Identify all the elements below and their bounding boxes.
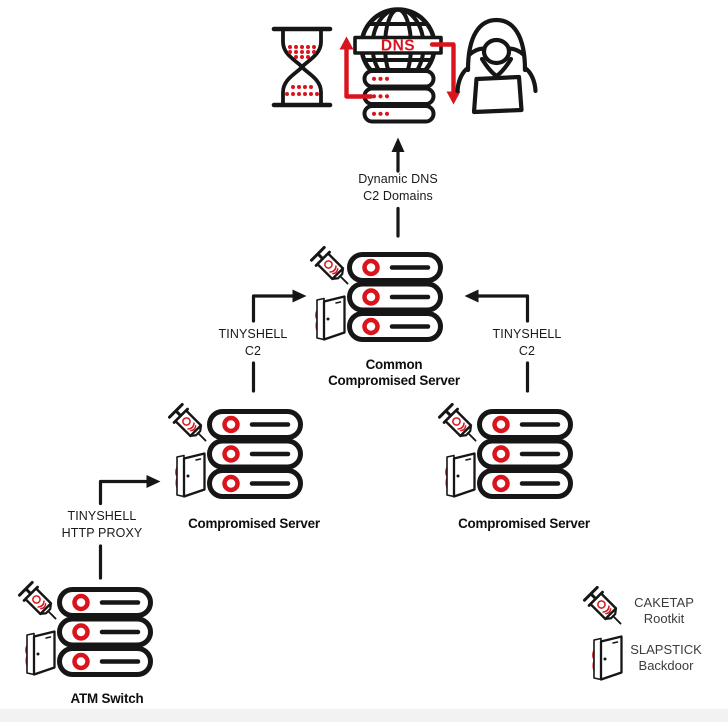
legend-caketap-type: Rootkit bbox=[643, 610, 685, 626]
dynamic-dns-line2: C2 Domains bbox=[363, 188, 433, 203]
right-tinyshell-line2: C2 bbox=[518, 343, 536, 358]
arrow-left-tinyshell-c2 bbox=[251, 289, 307, 393]
left-tinyshell-line1: TINYSHELL bbox=[218, 327, 288, 341]
legend-caketap-label: CAKETAP Rootkit bbox=[634, 595, 694, 626]
common-compromised-server-label: Common Compromised Server bbox=[328, 357, 460, 388]
arrow-dynamic-dns bbox=[391, 137, 405, 238]
right-compromised-server-label: Compromised Server bbox=[458, 516, 590, 531]
red-up-arrow bbox=[339, 36, 374, 99]
dns-label: DNS bbox=[381, 38, 415, 55]
arrow-right-tinyshell-c2 bbox=[464, 289, 530, 393]
common-server-line2: Compromised Server bbox=[328, 372, 460, 388]
dns-infrastructure-icon: DNS bbox=[339, 7, 461, 124]
slapstick-door-icon bbox=[174, 452, 206, 498]
dynamic-dns-line1: Dynamic DNS bbox=[358, 172, 438, 186]
right-tinyshell-c2-label: TINYSHELL C2 bbox=[493, 326, 562, 359]
dynamic-dns-label: Dynamic DNS C2 Domains bbox=[358, 171, 438, 204]
legend-slapstick-label: SLAPSTICK Backdoor bbox=[630, 642, 702, 673]
node-common-compromised-server bbox=[309, 245, 441, 341]
node-atm-switch bbox=[17, 580, 151, 676]
red-down-arrow bbox=[429, 42, 461, 105]
slapstick-door-icon bbox=[444, 452, 476, 498]
left-tinyshell-line2: C2 bbox=[244, 343, 262, 358]
server-stack-icon bbox=[480, 412, 571, 497]
stack-dots bbox=[371, 76, 390, 116]
arrow-atm-tinyshell-proxy bbox=[98, 475, 161, 580]
dns-server-stack-icon bbox=[362, 69, 436, 124]
sand-dots bbox=[285, 45, 319, 96]
server-stack-icon bbox=[210, 412, 301, 497]
server-stack-icon bbox=[60, 590, 151, 675]
caketap-syringe-icon bbox=[167, 402, 214, 449]
atm-tinyshell-line1: TINYSHELL bbox=[67, 509, 137, 523]
left-tinyshell-c2-label: TINYSHELL C2 bbox=[219, 326, 288, 359]
slapstick-door-icon bbox=[314, 295, 346, 341]
caketap-syringe-icon bbox=[437, 402, 484, 449]
atm-switch-label: ATM Switch bbox=[70, 691, 144, 706]
atm-tinyshell-proxy-label: TINYSHELL HTTP PROXY bbox=[62, 508, 143, 541]
node-right-compromised-server bbox=[437, 402, 571, 498]
legend-caketap-name: CAKETAP bbox=[634, 595, 694, 610]
slapstick-door-icon bbox=[24, 630, 56, 676]
server-stack-icon bbox=[350, 255, 441, 340]
legend-slapstick-type: Backdoor bbox=[638, 657, 694, 673]
legend-slapstick-name: SLAPSTICK bbox=[630, 642, 702, 657]
common-server-line1: Common bbox=[365, 357, 423, 372]
left-compromised-server-label: Compromised Server bbox=[188, 516, 320, 531]
hourglass-icon bbox=[271, 26, 333, 108]
atm-tinyshell-line2: HTTP PROXY bbox=[61, 525, 143, 540]
right-tinyshell-line1: TINYSHELL bbox=[492, 327, 562, 341]
bottom-edge-strip bbox=[0, 709, 728, 722]
caketap-syringe-icon bbox=[17, 580, 64, 627]
legend-icons bbox=[582, 585, 629, 681]
hacker-icon bbox=[455, 17, 538, 115]
slapstick-door-icon bbox=[591, 635, 623, 681]
node-left-compromised-server bbox=[167, 402, 301, 498]
caketap-syringe-icon bbox=[582, 585, 629, 632]
